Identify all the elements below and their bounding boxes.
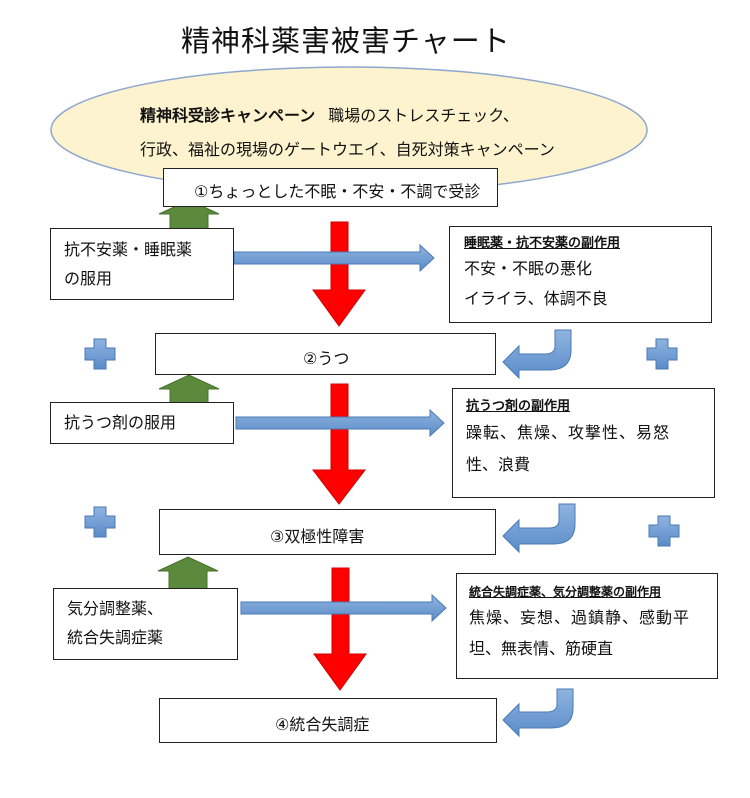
drug-box-2: 抗うつ剤の服用: [50, 402, 234, 444]
return-arrow-icon: [502, 503, 576, 554]
drug-line: 気分調整薬、: [67, 599, 164, 618]
side-effect-line: イライラ、体調不良: [464, 289, 608, 308]
campaign-line1: 精神科受診キャンペーン 職場のストレスチェック、: [140, 102, 519, 126]
side-effect-line: 坦、無表情、筋硬直: [469, 639, 614, 658]
drug-box-3: 気分調整薬、 統合失調症薬: [53, 588, 238, 660]
drug-line: 抗不安薬・睡眠薬: [64, 240, 193, 259]
stage-label: ②うつ: [303, 349, 350, 368]
stage-label: ④統合失調症: [275, 715, 370, 734]
campaign-line2: 行政、福祉の現場のゲートウエイ、自死対策キャンペーン: [140, 140, 555, 159]
campaign-title: 精神科受診キャンペーン: [140, 106, 316, 125]
side-effect-heading: 抗うつ剤の副作用: [466, 399, 571, 414]
plus-icon: [646, 338, 678, 370]
down-arrow-icon: [312, 221, 366, 327]
side-effect-line: 性、浪費: [466, 455, 531, 474]
side-effect-box-1: 睡眠薬・抗不安薬の副作用 不安・不眠の悪化 イライラ、体調不良: [449, 226, 712, 323]
campaign-text: 職場のストレスチェック、: [328, 106, 519, 125]
up-arrow-icon: [158, 199, 220, 231]
plus-icon: [648, 515, 680, 547]
side-effect-line: 焦燥、妄想、過鎮静、感動平: [469, 608, 691, 627]
stage-box-4: ④統合失調症: [159, 698, 497, 743]
drug-line: 統合失調症薬: [67, 628, 164, 647]
up-arrow-icon: [158, 374, 220, 406]
drug-line: 抗うつ剤の服用: [64, 413, 177, 432]
right-arrow-icon: [240, 593, 447, 623]
return-arrow-icon: [502, 329, 572, 380]
drug-box-1: 抗不安薬・睡眠薬 の服用: [50, 228, 234, 300]
plus-icon: [84, 506, 116, 538]
side-effect-heading: 統合失調症薬、気分調整薬の副作用: [469, 585, 662, 599]
side-effect-box-3: 統合失調症薬、気分調整薬の副作用 焦燥、妄想、過鎮静、感動平 坦、無表情、筋硬直: [456, 573, 718, 679]
down-arrow-icon: [313, 567, 367, 691]
side-effect-heading: 睡眠薬・抗不安薬の副作用: [464, 236, 621, 251]
drug-line: の服用: [64, 269, 113, 288]
side-effect-line: 躁転、焦燥、攻撃性、易怒: [466, 423, 671, 442]
chart-title: 精神科薬害被害チャート: [181, 24, 511, 58]
down-arrow-icon: [311, 383, 367, 505]
stage-label: ①ちょっとした不眠・不安・不調で受診: [194, 182, 481, 201]
right-arrow-icon: [235, 408, 445, 438]
return-arrow-icon: [502, 688, 574, 738]
right-arrow-icon: [233, 243, 435, 273]
side-effect-line: 不安・不眠の悪化: [464, 259, 593, 278]
up-arrow-icon: [157, 556, 219, 590]
stage-label: ③双極性障害: [270, 527, 365, 546]
stage-box-2: ②うつ: [155, 333, 496, 375]
stage-box-1: ①ちょっとした不眠・不安・不調で受診: [163, 168, 498, 207]
side-effect-box-2: 抗うつ剤の副作用 躁転、焦燥、攻撃性、易怒 性、浪費: [452, 388, 715, 498]
stage-box-3: ③双極性障害: [159, 509, 496, 555]
plus-icon: [84, 338, 116, 370]
